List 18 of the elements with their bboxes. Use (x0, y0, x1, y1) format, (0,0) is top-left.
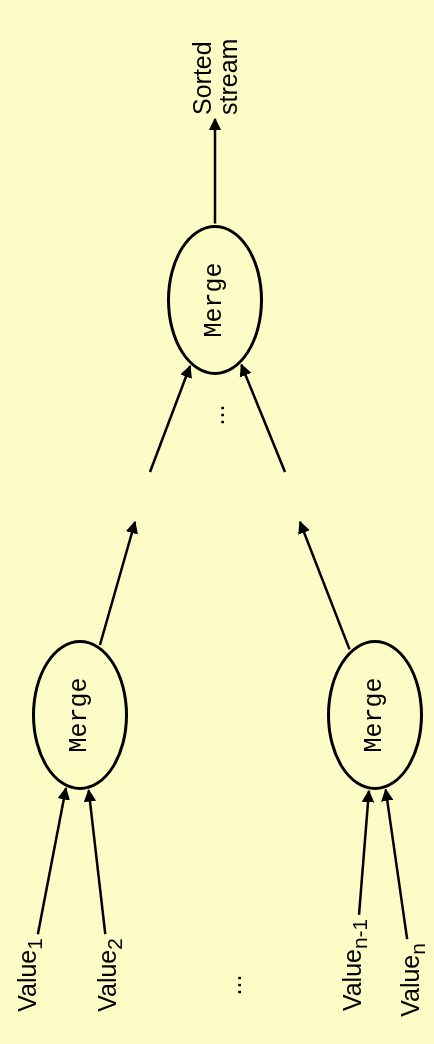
arrow (148, 364, 192, 473)
ellipsis-text: ... (201, 404, 229, 426)
arrow (36, 787, 70, 935)
ellipsis-text: ... (218, 974, 246, 996)
merge-ellipse (327, 640, 423, 790)
arrow (298, 520, 351, 650)
merge-ellipse (167, 225, 263, 375)
arrow (381, 788, 409, 940)
node-label: Merge (201, 262, 229, 338)
merge-ellipse (32, 640, 128, 790)
arrow (98, 520, 138, 646)
arrow (239, 363, 287, 473)
text-label: Sorted stream (188, 5, 242, 115)
arrow (83, 789, 107, 935)
node-label: Merge (361, 677, 389, 753)
arrow (357, 789, 375, 915)
arrow (208, 117, 222, 224)
node-label: Merge (66, 677, 94, 753)
